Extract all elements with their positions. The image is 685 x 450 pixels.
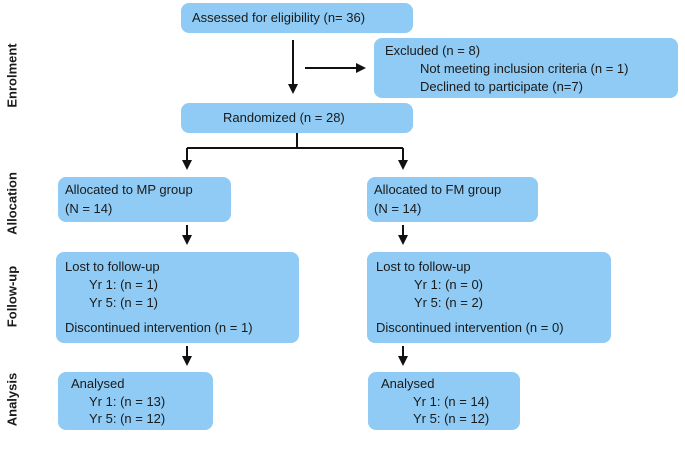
fm-discontinued: Discontinued intervention (n = 0) [376,320,564,335]
assessed-label: Assessed for eligibility (n= 36) [192,10,366,25]
fm-lost-yr5: Yr 5: (n = 2) [414,295,483,310]
fm-allocated-label: Allocated to FM group [374,182,502,197]
excluded-box: Excluded (n = 8) Not meeting inclusion c… [374,38,678,98]
mp-analysed-title: Analysed [71,376,125,391]
fm-lost-title: Lost to follow-up [376,259,471,274]
mp-lost-yr1: Yr 1: (n = 1) [89,277,158,292]
excluded-line-1: Not meeting inclusion criteria (n = 1) [420,61,629,76]
fm-followup-box: Lost to follow-up Yr 1: (n = 0) Yr 5: (n… [367,252,611,343]
fm-analysed-yr1: Yr 1: (n = 14) [413,394,490,409]
assessed-box: Assessed for eligibility (n= 36) [181,3,413,33]
fm-analysed-title: Analysed [381,376,435,391]
fm-analysis-box: Analysed Yr 1: (n = 14) Yr 5: (n = 12) [368,372,520,430]
mp-allocated-n: (N = 14) [65,201,113,216]
excluded-line-2: Declined to participate (n=7) [420,79,583,94]
fm-analysed-yr5: Yr 5: (n = 12) [413,411,490,426]
randomized-box: Randomized (n = 28) [181,103,413,133]
mp-analysis-box: Analysed Yr 1: (n = 13) Yr 5: (n = 12) [58,372,213,430]
fm-allocated-n: (N = 14) [374,201,422,216]
randomized-label: Randomized (n = 28) [223,110,345,125]
mp-allocated-label: Allocated to MP group [65,182,193,197]
mp-lost-title: Lost to follow-up [65,259,160,274]
connector-lines [182,40,408,366]
fm-lost-yr1: Yr 1: (n = 0) [414,277,483,292]
mp-lost-yr5: Yr 5: (n = 1) [89,295,158,310]
mp-discontinued: Discontinued intervention (n = 1) [65,320,253,335]
mp-allocation-box: Allocated to MP group (N = 14) [58,177,231,222]
excluded-title: Excluded (n = 8) [385,43,481,58]
fm-allocation-box: Allocated to FM group (N = 14) [367,177,538,222]
mp-analysed-yr5: Yr 5: (n = 12) [89,411,166,426]
consort-flow-diagram: Enrolment Allocation Follow-up Analysis … [5,3,678,430]
mp-analysed-yr1: Yr 1: (n = 13) [89,394,166,409]
mp-followup-box: Lost to follow-up Yr 1: (n = 1) Yr 5: (n… [56,252,299,343]
